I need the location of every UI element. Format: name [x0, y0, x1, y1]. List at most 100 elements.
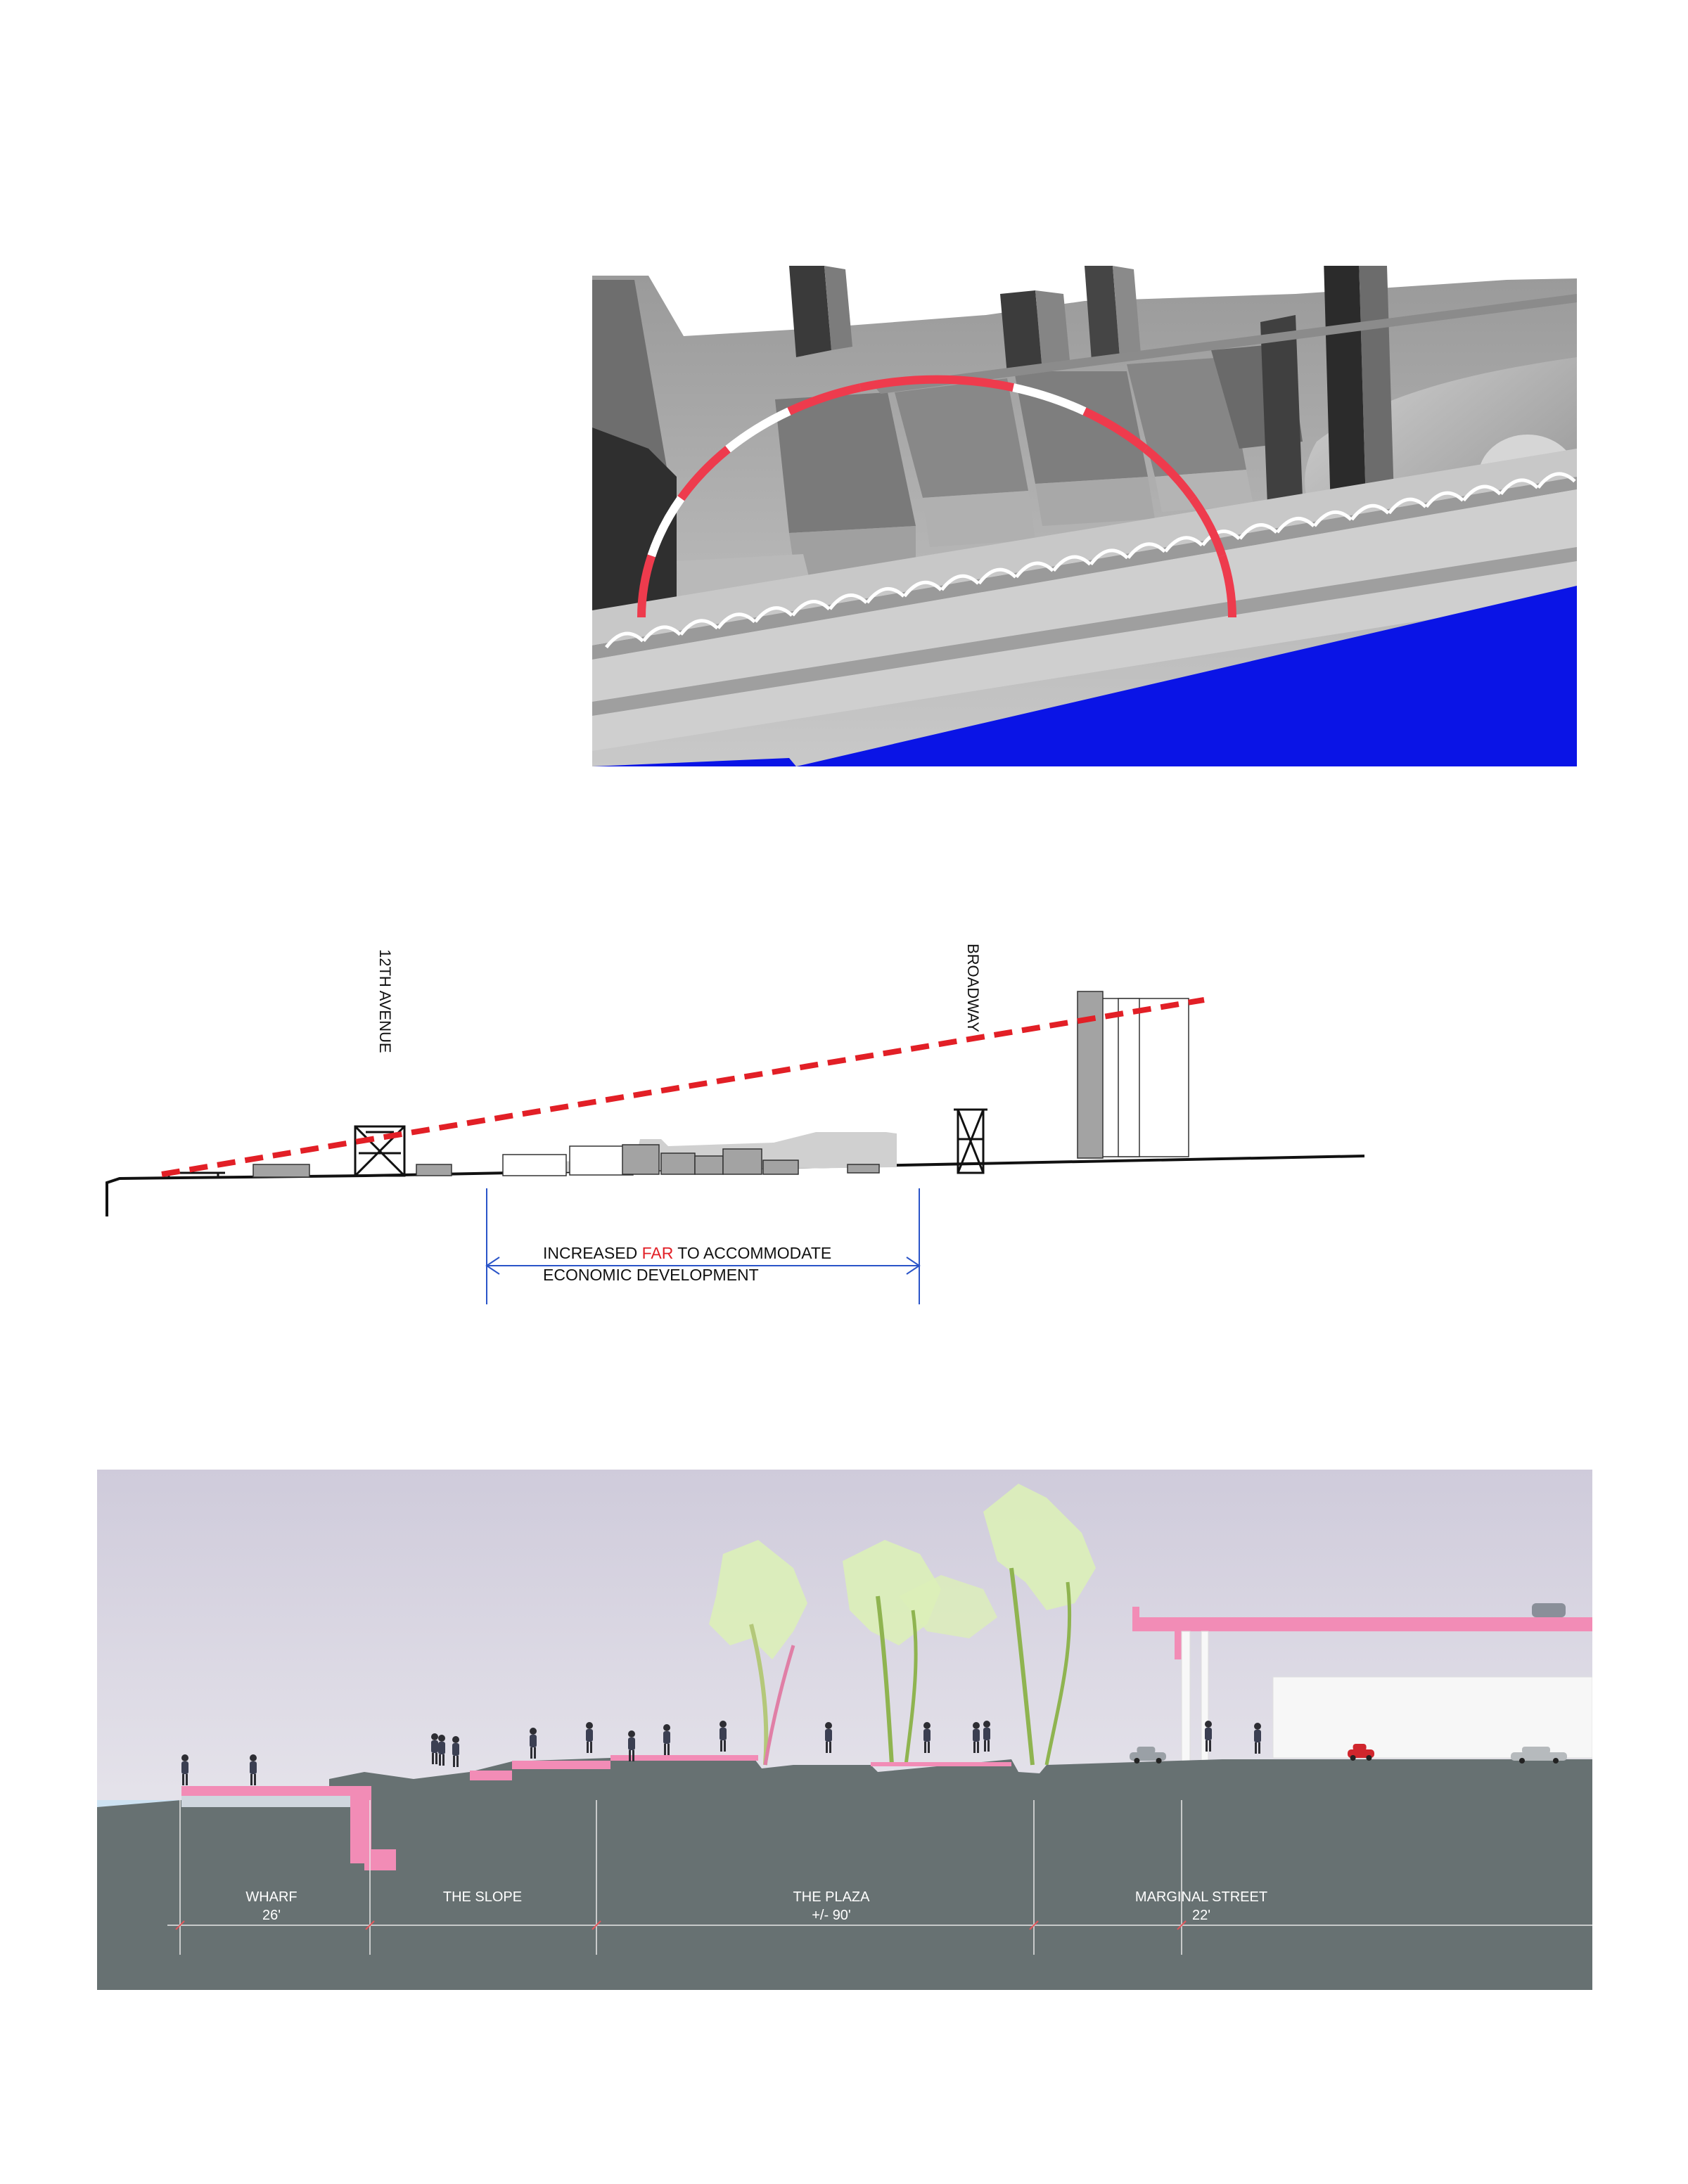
far-section-diagram: 12TH AVENUE BROADWAY INCREASED FAR TO AC…	[98, 935, 1365, 1315]
person-figure	[663, 1724, 670, 1755]
roadway-edge	[592, 547, 1577, 716]
zone-marginal-dim: 22'	[1192, 1908, 1210, 1923]
viaduct-arch	[1388, 497, 1427, 515]
massing-model-svg	[592, 259, 1577, 766]
massing-model-view	[592, 259, 1577, 766]
dimension-lines	[167, 1800, 1592, 1955]
arc-segment	[936, 375, 1014, 392]
zone-wharf-dim: 26'	[262, 1908, 281, 1923]
person-figure	[431, 1733, 438, 1764]
zone-plaza-dim: +/- 90'	[812, 1908, 851, 1923]
vehicle	[1130, 1747, 1166, 1764]
person-figure	[181, 1754, 188, 1785]
viaduct-arch	[1425, 491, 1464, 508]
vehicle	[1511, 1747, 1567, 1764]
zone-plaza-name: THE PLAZA	[793, 1889, 871, 1905]
person-figure	[438, 1735, 445, 1766]
person-figure	[530, 1728, 537, 1759]
viaduct-arch	[791, 600, 831, 617]
vehicle	[1348, 1744, 1374, 1761]
person-figure	[250, 1754, 257, 1785]
viaduct-arch	[1201, 529, 1241, 546]
wharf-deck	[181, 1786, 396, 1870]
trees	[709, 1484, 1096, 1766]
viaduct-arch	[1164, 536, 1203, 553]
person-figure	[586, 1722, 593, 1753]
people-and-vehicles	[181, 1721, 1567, 1785]
arc-segment	[1082, 407, 1149, 453]
viaduct-arch	[1276, 516, 1315, 534]
arc-segment	[725, 407, 791, 453]
arc-segment	[637, 554, 656, 618]
viaduct-arch	[642, 625, 682, 643]
viaduct-arch	[1127, 542, 1166, 559]
river	[796, 586, 1577, 766]
arc-segment	[1189, 496, 1227, 558]
arc-segment	[1217, 554, 1236, 618]
street-section-svg: WHARF 26' THE SLOPE THE PLAZA +/- 90' MA…	[97, 1470, 1593, 1990]
label-12th-avenue: 12TH AVENUE	[376, 949, 394, 1053]
zone-wharf-name: WHARF	[245, 1889, 297, 1905]
viaduct-arch	[978, 567, 1017, 585]
ground-section	[97, 1758, 1592, 1990]
viaduct-arch	[1239, 523, 1278, 540]
far-dimension	[485, 1188, 921, 1304]
zone-labels: WHARF 26' THE SLOPE THE PLAZA +/- 90' MA…	[245, 1889, 1267, 1923]
person-figure	[973, 1722, 980, 1753]
viaduct-arch	[1350, 503, 1390, 521]
person-figure	[628, 1730, 635, 1761]
viaduct	[592, 449, 1577, 660]
viaduct-arch	[754, 606, 793, 623]
viaduct-arch	[866, 586, 905, 604]
viaduct-arch	[1462, 484, 1502, 502]
sightline-dashed	[161, 997, 1205, 1177]
dimension-mark	[592, 1920, 601, 1930]
viaduct-arch	[1015, 561, 1054, 579]
elevated-highway	[1132, 1603, 1592, 1766]
viaduct-arch	[829, 593, 868, 610]
street-section-rendering: WHARF 26' THE SLOPE THE PLAZA +/- 90' MA…	[97, 1470, 1593, 1990]
arc-segment	[647, 496, 685, 558]
rail-line-top	[874, 294, 1577, 394]
viaduct-arches	[605, 472, 1576, 649]
viaduct-arch	[1313, 510, 1353, 527]
viaduct-arch	[679, 619, 719, 636]
rail-truss-right	[954, 1108, 987, 1174]
plaza-paving	[470, 1755, 1011, 1780]
rail-truss-left	[354, 1125, 406, 1177]
dimension-mark	[1177, 1920, 1187, 1930]
far-section-svg: 12TH AVENUE BROADWAY INCREASED FAR TO AC…	[106, 944, 1365, 1304]
far-note-line2: ECONOMIC DEVELOPMENT	[543, 1266, 759, 1284]
person-figure	[452, 1736, 459, 1767]
zone-slope-name: THE SLOPE	[443, 1889, 522, 1905]
catchment-arc	[637, 375, 1236, 618]
towers	[789, 259, 1394, 512]
zone-marginal-name: MARGINAL STREET	[1135, 1889, 1267, 1905]
viaduct-arch	[940, 574, 980, 591]
label-broadway: BROADWAY	[964, 944, 982, 1032]
viaduct-arch	[1089, 548, 1129, 566]
backdrop-building	[1272, 1676, 1593, 1759]
viaduct-arch	[717, 612, 756, 629]
arc-segment	[859, 375, 938, 392]
roadway-lower	[592, 489, 1577, 751]
person-figure	[983, 1721, 990, 1752]
arc-segment	[677, 446, 731, 501]
far-highlight: FAR	[642, 1244, 674, 1262]
person-figure	[923, 1722, 931, 1753]
far-note-line1: INCREASED FAR TO ACCOMMODATE	[543, 1244, 831, 1262]
viaduct-arch	[605, 631, 644, 649]
viaduct-arch	[1052, 555, 1092, 572]
dimension-mark	[1029, 1920, 1039, 1930]
viaduct-arch	[1500, 478, 1539, 496]
person-figure	[1254, 1723, 1261, 1754]
building-left-dark	[592, 428, 677, 624]
dimension-mark	[365, 1920, 375, 1930]
person-figure	[825, 1722, 832, 1753]
person-figure	[720, 1721, 727, 1752]
arc-segment	[787, 383, 862, 416]
dimension-mark	[175, 1920, 185, 1930]
viaduct-arch	[1537, 472, 1576, 489]
viaduct-arch	[903, 580, 942, 598]
arc-segment	[1012, 383, 1087, 416]
